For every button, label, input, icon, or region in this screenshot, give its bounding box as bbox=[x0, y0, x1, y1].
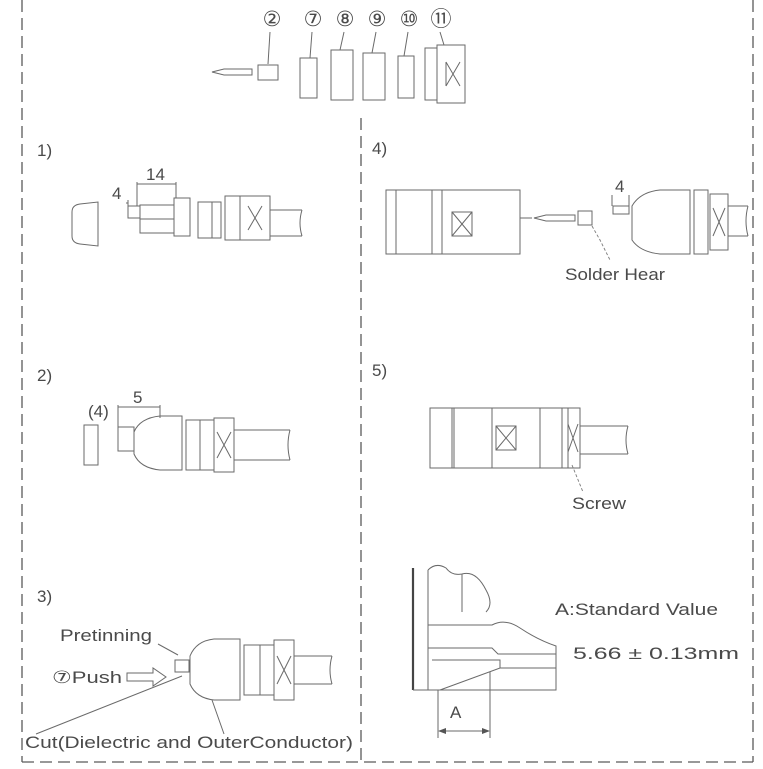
step-3-washer-b bbox=[259, 644, 275, 696]
step-5: 5) Screw bbox=[372, 361, 629, 513]
step-4-dimension-lines bbox=[611, 195, 630, 206]
step-2-dielectric bbox=[117, 426, 135, 452]
center-pin-tip bbox=[211, 68, 253, 76]
part-11-nut bbox=[436, 44, 466, 104]
push-arrow-icon bbox=[126, 667, 167, 687]
part-10-number: ⑩ bbox=[400, 7, 419, 31]
step-4-body-x bbox=[451, 211, 473, 237]
step-3-cable bbox=[294, 655, 333, 685]
step-2-clamp-nut bbox=[133, 415, 183, 471]
part-8-sleeve bbox=[330, 49, 354, 101]
step-1-center-conductor bbox=[127, 205, 141, 219]
step-5-nut-lines bbox=[539, 408, 569, 468]
step-5-label: 5) bbox=[372, 361, 387, 380]
step-4: 4) Solder Hear 4 bbox=[372, 139, 749, 284]
step-3: 3) Pretinning ⑦Push Cut(Dielectric and O… bbox=[25, 587, 353, 752]
step-3-clamp-nut bbox=[189, 638, 241, 701]
part-10-washer bbox=[397, 55, 415, 99]
step-5-cable bbox=[580, 425, 629, 455]
part-leaders bbox=[267, 31, 445, 65]
frame bbox=[21, 0, 754, 763]
step-3-label: 3) bbox=[37, 587, 52, 606]
step-5-body-outline bbox=[429, 407, 581, 469]
section-hatch bbox=[439, 667, 557, 691]
step-1-washer-b bbox=[211, 201, 222, 239]
step-3-nut-x bbox=[276, 655, 292, 685]
step-2-label: 2) bbox=[37, 366, 52, 385]
step-1-nut-x bbox=[247, 205, 263, 231]
part-8-number: ⑧ bbox=[336, 7, 355, 31]
step-5-body-window bbox=[495, 425, 517, 451]
part-11-body bbox=[424, 44, 466, 104]
step-4-clamp-nut bbox=[631, 189, 691, 255]
step-5-screw-leader bbox=[571, 464, 584, 493]
step-1-dielectric bbox=[139, 204, 175, 220]
dimension-a-label: A bbox=[450, 703, 462, 722]
step-2-washer-b bbox=[199, 419, 215, 471]
standard-value-section: A A:Standard Value 5.66 ± 0.13mm bbox=[411, 564, 739, 738]
step-1-washer-a bbox=[197, 201, 213, 239]
step-1-cable bbox=[270, 209, 303, 237]
step-4-dim-4: 4 bbox=[615, 177, 624, 196]
step-2-dim-gap: (4) bbox=[88, 402, 109, 421]
step-5-knurl bbox=[453, 407, 493, 469]
step-3-pretinning-leader bbox=[157, 643, 179, 656]
step-5-screw-label: Screw bbox=[572, 494, 627, 513]
step-5-body-x bbox=[495, 425, 517, 451]
step-3-pretinned bbox=[174, 659, 190, 673]
step-2-nut-x bbox=[216, 431, 232, 459]
dimension-a-lines bbox=[437, 672, 491, 738]
step-3-pretinning-label: Pretinning bbox=[60, 626, 152, 645]
step-1: 1) 14 4 bbox=[37, 141, 303, 247]
part-9-ring bbox=[362, 52, 386, 101]
part-11-number: ⑪ bbox=[431, 7, 452, 31]
step-2-dimension-lines bbox=[117, 405, 161, 427]
step-4-nut-x bbox=[712, 207, 726, 237]
part-2-contact bbox=[257, 64, 279, 81]
part-2-number: ② bbox=[263, 7, 282, 31]
step-3-washer-a bbox=[243, 644, 261, 696]
parts-list: ② ⑦ ⑧ ⑨ ⑩ ⑪ bbox=[211, 7, 466, 104]
part-11-flange bbox=[424, 47, 438, 101]
step-2-washer-a bbox=[185, 419, 201, 471]
step-4-solder-leader bbox=[591, 225, 611, 261]
step-2-dim-5: 5 bbox=[133, 388, 142, 407]
step-4-label: 4) bbox=[372, 139, 387, 158]
step-4-washer bbox=[693, 189, 709, 255]
step-3-cut-leaders bbox=[35, 675, 225, 735]
step-4-plug-body bbox=[385, 189, 521, 255]
step-2-cap bbox=[83, 424, 99, 466]
step-4-body-outline bbox=[385, 189, 521, 255]
step-4-solder-label: Solder Hear bbox=[565, 265, 665, 284]
step-4-pretinned bbox=[612, 205, 630, 215]
step-1-clamp bbox=[224, 195, 241, 241]
step-4-pin bbox=[533, 214, 576, 222]
step-1-braid bbox=[139, 218, 175, 234]
section-outline bbox=[427, 564, 557, 690]
part-11-x-mark bbox=[445, 61, 461, 87]
part-9-number: ⑨ bbox=[368, 7, 387, 31]
step-2-cable bbox=[234, 429, 291, 461]
step-4-cable bbox=[728, 205, 749, 237]
standard-value-title: A:Standard Value bbox=[555, 600, 718, 619]
step-1-dimension-lines bbox=[126, 182, 177, 206]
step-3-cut-label: Cut(Dielectric and OuterConductor) bbox=[25, 733, 353, 752]
step-4-knurl bbox=[395, 189, 433, 255]
step-1-ring bbox=[173, 197, 191, 237]
step-3-push-label: ⑦Push bbox=[52, 668, 122, 687]
standard-value-number: 5.66 ± 0.13mm bbox=[573, 644, 739, 663]
step-1-dim-4: 4 bbox=[112, 184, 121, 203]
step-1-label: 1) bbox=[37, 141, 52, 160]
part-7-ring bbox=[299, 57, 318, 99]
step-1-cap bbox=[71, 201, 99, 247]
step-4-contact bbox=[577, 210, 593, 226]
step-4-body-window bbox=[451, 211, 473, 237]
part-7-number: ⑦ bbox=[304, 7, 323, 31]
step-5-nut-x bbox=[567, 423, 579, 453]
step-1-dim-14: 14 bbox=[146, 165, 165, 184]
step-2: 2) (4) 5 bbox=[37, 366, 291, 473]
